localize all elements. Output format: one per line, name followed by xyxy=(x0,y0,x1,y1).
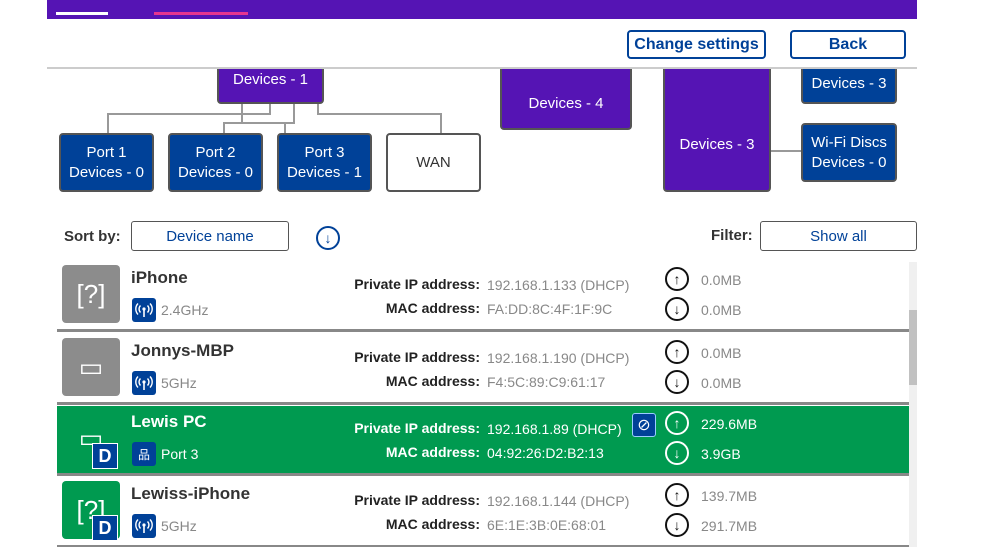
top-nav-bar xyxy=(47,0,917,19)
download-icon: ↓ xyxy=(665,441,689,465)
upload-value: 139.7MB xyxy=(701,488,758,504)
upload-value: 229.6MB xyxy=(701,416,758,432)
upload-icon: ↑ xyxy=(665,483,689,507)
connections-node[interactable]: Devices - 3 xyxy=(663,69,771,192)
mac-value: F4:5C:89:C9:61:17 xyxy=(487,374,606,390)
sort-direction-icon[interactable]: ↓ xyxy=(316,226,340,250)
upload-value: 0.0MB xyxy=(701,272,742,288)
ip-value: 192.168.1.89 (DHCP) xyxy=(487,421,622,437)
change-settings-button[interactable]: Change settings xyxy=(627,30,766,59)
download-icon: ↓ xyxy=(665,370,689,394)
mac-label: MAC address: xyxy=(385,373,480,389)
wan-node[interactable]: WAN xyxy=(386,133,481,192)
device-name[interactable]: Jonnys-MBP xyxy=(131,341,234,360)
upload-icon: ↑ xyxy=(665,340,689,364)
device-badge: D xyxy=(92,515,118,541)
device-name[interactable]: Lewis PC xyxy=(131,412,207,431)
sort-label: Sort by: xyxy=(64,228,121,245)
wifi-icon xyxy=(132,514,156,538)
connection-type: 5GHz xyxy=(161,375,197,391)
device-row[interactable]: [?] iPhone 2.4GHz Private IP address: 19… xyxy=(57,262,909,332)
ip-label: Private IP address: xyxy=(354,276,480,292)
band-node[interactable]: Devices - 3 xyxy=(801,69,897,104)
device-list: [?] iPhone 2.4GHz Private IP address: 19… xyxy=(57,260,917,547)
filter-label: Filter: xyxy=(711,227,753,244)
mac-label: MAC address: xyxy=(385,444,480,460)
wifi-icon xyxy=(132,298,156,322)
mac-value: FA:DD:8C:4F:1F:9C xyxy=(487,301,613,317)
download-value: 3.9GB xyxy=(701,446,741,462)
ip-value: 192.168.1.144 (DHCP) xyxy=(487,493,630,509)
filter-select[interactable]: Show all xyxy=(760,221,917,251)
upload-value: 0.0MB xyxy=(701,345,742,361)
ip-label: Private IP address: xyxy=(354,349,480,365)
download-icon: ↓ xyxy=(665,513,689,537)
device-row[interactable]: [?] D Lewiss-iPhone 5GHz Private IP addr… xyxy=(57,478,909,547)
device-badge: D xyxy=(92,443,118,469)
device-name[interactable]: iPhone xyxy=(131,268,188,287)
upload-icon: ↑ xyxy=(665,267,689,291)
connection-type: 5GHz xyxy=(161,518,197,534)
divider xyxy=(47,67,917,69)
mac-label: MAC address: xyxy=(385,516,480,532)
connection-type: 2.4GHz xyxy=(161,302,209,318)
download-icon: ↓ xyxy=(665,297,689,321)
ip-value: 192.168.1.133 (DHCP) xyxy=(487,277,630,293)
download-value: 0.0MB xyxy=(701,302,742,318)
device-row[interactable]: ▭ Jonnys-MBP 5GHz Private IP address: 19… xyxy=(57,335,909,405)
back-button[interactable]: Back xyxy=(790,30,906,59)
mac-label: MAC address: xyxy=(385,300,480,316)
ip-label: Private IP address: xyxy=(354,492,480,508)
unknown-device-icon: [?] xyxy=(62,265,120,323)
mac-value: 6E:1E:3B:0E:68:01 xyxy=(487,517,607,533)
scrollbar[interactable] xyxy=(909,262,917,547)
upload-icon: ↑ xyxy=(665,411,689,435)
ip-label: Private IP address: xyxy=(354,420,480,436)
smart-hub-node[interactable]: Devices - 4 xyxy=(500,69,632,130)
mac-value: 04:92:26:D2:B2:13 xyxy=(487,445,604,461)
device-row[interactable]: ▭ D Lewis PC 品 Port 3 Private IP address… xyxy=(57,406,909,476)
wifi-icon xyxy=(132,371,156,395)
hub-node[interactable]: Devices - 1 xyxy=(217,69,324,104)
active-tab-indicator xyxy=(56,12,108,15)
download-value: 291.7MB xyxy=(701,518,758,534)
ip-value: 192.168.1.190 (DHCP) xyxy=(487,350,630,366)
scrollbar-thumb[interactable] xyxy=(909,310,917,385)
block-device-icon[interactable]: ⊘ xyxy=(632,413,656,437)
sort-select[interactable]: Device name xyxy=(131,221,289,251)
tab-indicator xyxy=(154,12,248,15)
connection-type: Port 3 xyxy=(161,446,199,462)
download-value: 0.0MB xyxy=(701,375,742,391)
laptop-icon: ▭ xyxy=(62,338,120,396)
ethernet-icon: 品 xyxy=(132,442,156,466)
device-name[interactable]: Lewiss-iPhone xyxy=(131,484,251,503)
